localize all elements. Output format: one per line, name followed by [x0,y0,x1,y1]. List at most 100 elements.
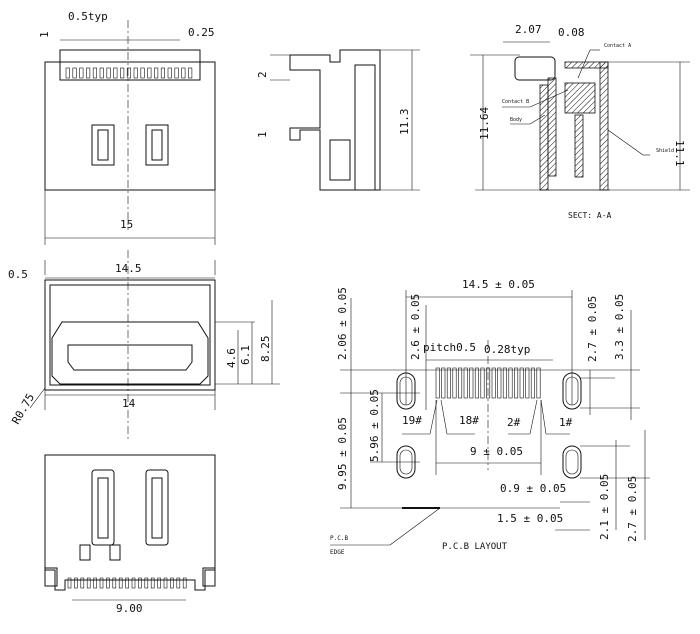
bottom-view-pin [99,577,104,589]
top-view-pin [79,67,84,79]
dim-26: 2.6 ± 0.05 [409,294,422,360]
side-view: 11.3 2 1 [256,49,420,191]
top-view-pin [126,67,131,79]
top-view-pin [160,67,165,79]
section-view: 11.64 11.1 2.07 0.08 SECT: A-A Contact A… [470,23,690,220]
dim-15: 1.5 ± 0.05 [497,512,563,525]
dim-total: 11.64 [478,107,491,140]
top-view-pin [86,67,91,79]
bottom-view-pin [138,577,142,589]
top-view-pin [72,67,77,79]
top-view: 15 0.5typ 0.25 1 [38,10,216,245]
bottom-view-pin [112,577,117,589]
dim-width: 15 [120,218,133,231]
label-contact-a: Contact A [604,43,631,49]
dim-a: 2 [256,71,269,78]
pcb-pin-pad [469,367,474,399]
pcb-pin-pad [525,367,530,399]
dim-one: 1 [38,31,51,38]
bottom-view-pin [131,577,136,589]
pin-18-label: 18# [459,414,479,427]
dim-pitch: 0.5typ [68,10,108,23]
pin-19-label: 19# [402,414,422,427]
dim-09: 0.9 ± 0.05 [500,482,566,495]
bottom-view-pin [157,577,161,589]
dim-a: 4.6 [225,348,238,368]
dim-9: 9 ± 0.05 [470,445,523,458]
dim-33: 3.3 ± 0.05 [613,294,626,360]
dim-206: 2.06 ± 0.05 [336,287,349,360]
pitch-label: pitch0.5 [423,341,476,354]
bottom-view-pin [74,577,78,589]
bottom-view-pin [86,577,91,589]
pcb-pin-pad [435,367,440,399]
pcb-pin-pad [491,367,496,399]
pin-2-label: 2# [507,416,521,429]
pcb-layout: 14.5 ± 0.05 2.06 ± 0.05 9.95 ± 0.05 2.6 … [330,278,650,556]
dim-a: 2.07 [515,23,542,36]
layout-title: P.C.B LAYOUT [442,542,508,552]
bottom-view-pin [144,577,149,589]
top-view-pin [147,67,152,79]
pcb-pin-pad [519,367,524,399]
pcb-pin-pad [474,367,479,399]
pcb-pin-pad [458,367,463,399]
dim-b: 1 [256,131,269,138]
dim-radius: R0.75 [9,391,37,426]
pcb-pin-pad [536,367,541,399]
top-view-pin [174,67,179,79]
dim-edge: 0.5 [8,268,28,281]
top-view-pin [120,67,125,79]
pcb-edge-label-1: P.C.B [330,535,348,542]
pcb-pin-pad [514,367,519,399]
pcb-pin-pad [497,367,502,399]
front-view: 14.5 0.5 14 4.6 6.1 8.25 R0.75 [8,250,280,440]
bottom-view-pin [93,577,97,589]
bottom-view-pin [163,577,168,589]
bottom-view-pin [118,577,123,589]
dim-c: 8.25 [259,336,272,363]
pcb-pin-pad [463,367,468,399]
pcb-pin-pad [502,367,507,399]
pcb-edge-label-2: EDGE [330,549,345,556]
dim-gap: 0.25 [188,26,215,39]
dim-27-top: 2.7 ± 0.05 [586,296,599,362]
top-view-pin [154,67,159,79]
top-view-pin [140,67,145,79]
pin-1-label: 1# [559,416,573,429]
top-view-pin [113,67,118,79]
pcb-pin-pad [441,367,446,399]
dim-995: 9.95 ± 0.05 [336,417,349,490]
dim-b: 6.1 [239,345,252,365]
bottom-view-pin [176,577,181,589]
pcb-pin-pad [508,367,513,399]
bottom-view-pin [182,577,187,589]
bottom-view-pin [106,577,110,589]
top-view-pin [106,67,111,79]
dim-top: 14.5 [115,262,142,275]
label-contact-b: Contact B [502,99,529,105]
bottom-view-pin [80,577,85,589]
dim-bottom: 14 [122,397,136,410]
dim-width: 9.00 [116,602,143,615]
pin-width-label: 0.28typ [484,343,530,356]
bottom-view-pin [170,577,174,589]
bottom-view-pin [67,577,72,589]
bottom-view: 9.00 [44,454,216,615]
dim-width: 14.5 ± 0.05 [462,278,535,291]
label-shield: Shield [656,148,674,154]
pcb-pin-pad [530,367,535,399]
pcb-pin-pad [480,367,485,399]
section-title: SECT: A-A [568,211,612,220]
top-view-pin [99,67,104,79]
top-view-pin [181,67,186,79]
bottom-view-pin [125,577,129,589]
slot-bottom-right [562,445,582,479]
pcb-pin-pad [452,367,457,399]
dim-596: 5.96 ± 0.05 [368,389,381,462]
top-view-pin [92,67,97,79]
top-view-pin [188,67,193,79]
dim-height: 11.3 [398,109,411,136]
pcb-pin-pad [446,367,451,399]
